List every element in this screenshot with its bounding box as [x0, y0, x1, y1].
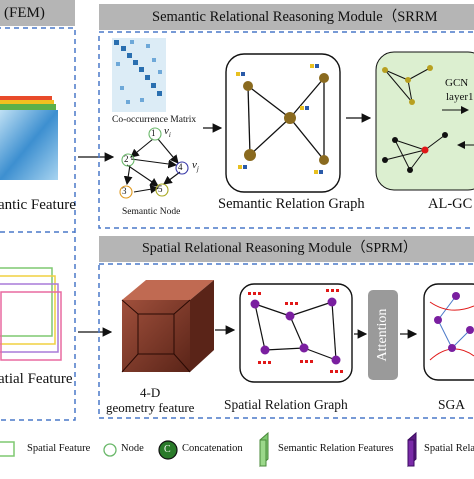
cooccurrence-matrix	[112, 38, 166, 112]
al-gcn-label: AL-GC	[428, 196, 473, 212]
fem-border	[0, 27, 76, 421]
fem-panel	[0, 0, 76, 421]
gcn-label: GCN	[445, 77, 469, 89]
sprm-header	[99, 236, 474, 262]
legend-spatial-relation-label: Spatial Relati	[424, 443, 474, 454]
geometry-label-line1: 4-D	[140, 385, 161, 400]
legend-node-label: Node	[121, 443, 144, 454]
vj-label: vj	[192, 159, 199, 174]
vi-label: vi	[164, 125, 171, 140]
semantic-node-5	[155, 183, 169, 197]
semantic-node-3	[119, 185, 133, 199]
legend-spatial-feature-label: Spatial Feature	[27, 443, 91, 454]
spatial-relation-graph	[239, 283, 353, 383]
legend-concatenation-symbol: C	[164, 444, 171, 455]
legend-node-icon	[103, 443, 117, 457]
spatial-graph-label: Spatial Relation Graph	[224, 397, 348, 412]
legend-concatenation-label: Concatenation	[182, 443, 243, 454]
srrm-title: Semantic Relational Reasoning Module（SRR…	[152, 9, 438, 25]
node-4-label: 4	[178, 162, 183, 172]
node-3-label: 3	[122, 186, 127, 196]
sga-panel	[423, 283, 474, 381]
graph-node	[250, 299, 260, 309]
sprm-title: Spatial Relational Reasoning Module（SPRM…	[142, 241, 417, 256]
semantic-graph-label: Semantic Relation Graph	[218, 196, 365, 212]
graph-node	[319, 73, 329, 83]
geometry-label-line2: geometry feature	[106, 400, 195, 415]
semantic-feature-label: antic Feature	[0, 197, 76, 213]
node-2-label: 2	[124, 154, 129, 164]
legend-spatial-relation-icon	[407, 431, 417, 468]
graph-node	[260, 345, 270, 355]
spatial-feature-stack-icon	[0, 267, 62, 361]
semantic-node-label: Semantic Node	[122, 207, 181, 217]
layer1-label: layer1	[446, 91, 474, 103]
graph-node	[327, 297, 337, 307]
graph-node	[299, 343, 309, 353]
semantic-node-1	[148, 127, 162, 141]
sprm-panel	[98, 236, 474, 419]
al-gcn-panel	[375, 51, 474, 191]
node-1-label: 1	[151, 128, 156, 138]
graph-node	[243, 81, 253, 91]
legend-semantic-relation-label: Semantic Relation Features	[278, 443, 394, 454]
legend	[0, 431, 417, 468]
semantic-feature-stack-icon	[0, 96, 58, 180]
node-5-label: 5	[158, 184, 163, 194]
sga-label: SGA	[438, 397, 466, 412]
spatial-feature-label: atial Feature	[0, 371, 73, 387]
graph-node	[284, 112, 296, 124]
attention-label: Attention	[375, 308, 390, 362]
graph-node	[285, 311, 295, 321]
srrm-panel	[98, 4, 474, 229]
attention-block: Attention	[368, 290, 398, 380]
graph-node	[244, 149, 256, 161]
cooccurrence-label: Co-occurrence Matrix	[112, 115, 197, 125]
srrm-header	[99, 4, 474, 30]
fem-header	[0, 0, 75, 26]
legend-semantic-relation-icon	[259, 431, 269, 468]
graph-node	[319, 155, 329, 165]
graph-node	[331, 355, 341, 365]
4d-geometry-cube-icon	[121, 280, 214, 373]
legend-concatenation-icon	[158, 440, 178, 460]
semantic-node-2	[121, 153, 135, 167]
fem-title: (FEM)	[4, 5, 45, 21]
legend-spatial-feature-swatch	[0, 441, 15, 457]
semantic-node-4	[175, 161, 189, 175]
semantic-relation-graph	[225, 53, 341, 193]
semantic-node-graph	[119, 127, 189, 199]
